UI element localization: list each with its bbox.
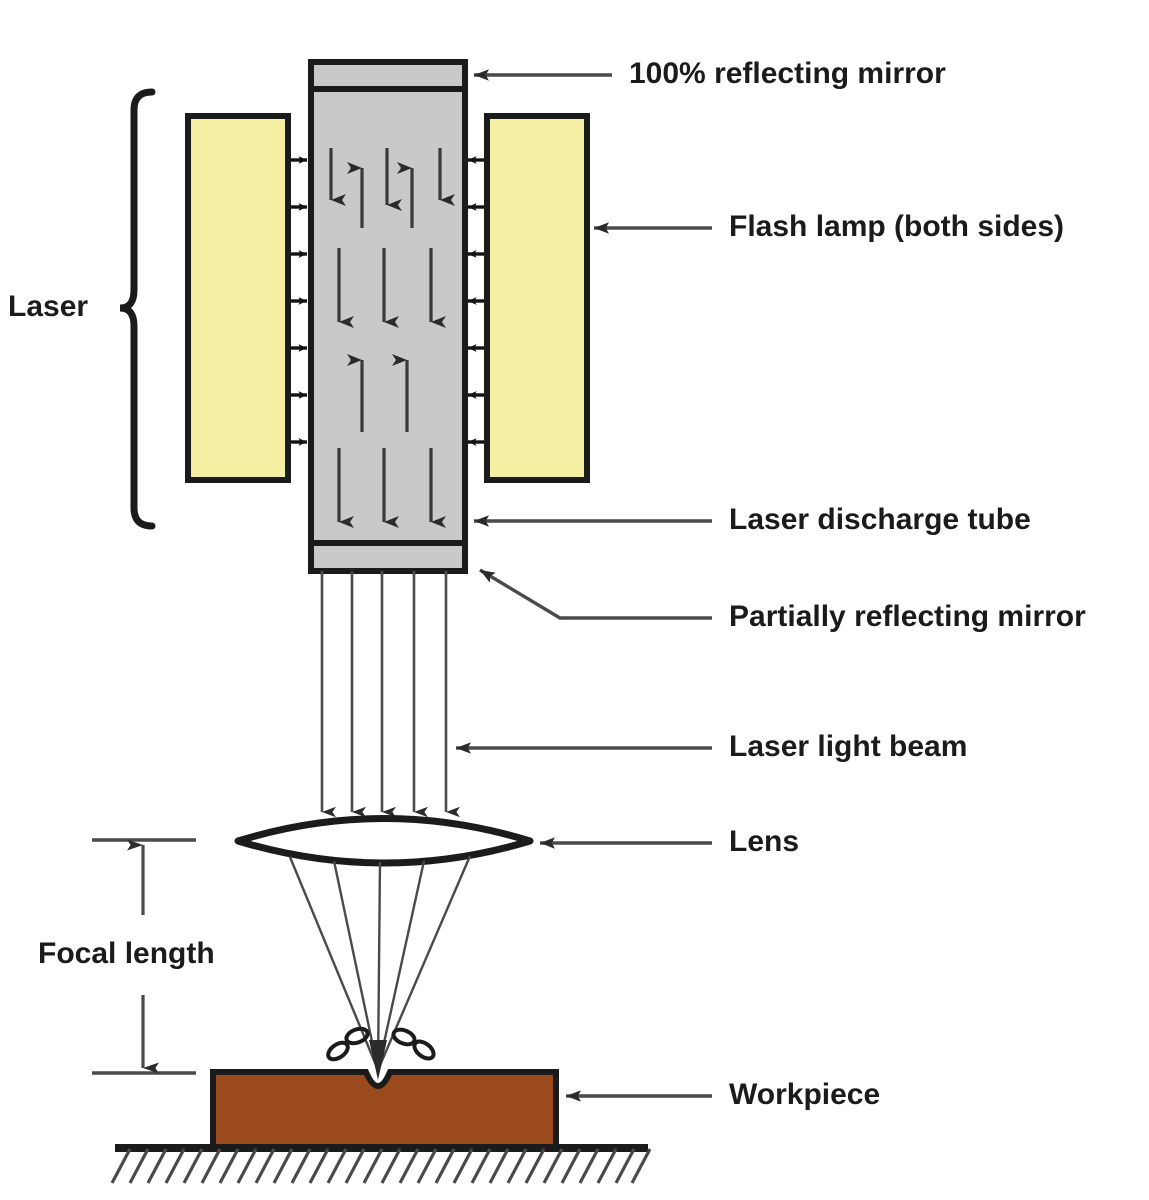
spatter-droplets — [326, 1026, 436, 1062]
leader-lines — [456, 69, 712, 1102]
flash-lamp-right — [484, 113, 590, 483]
laser-label: Laser — [8, 290, 88, 323]
converging-rays — [288, 855, 472, 1071]
callout-labels: 100% reflecting mirror Flash lamp (both … — [629, 57, 1086, 1111]
workpiece — [210, 1069, 559, 1151]
ground-hatching — [110, 1148, 652, 1184]
label-lens: Lens — [729, 825, 799, 858]
laser-head-group — [185, 59, 590, 574]
label-discharge-tube: Laser discharge tube — [729, 503, 1031, 536]
label-partial-mirror: Partially reflecting mirror — [729, 600, 1086, 633]
focal-point-spike — [369, 1040, 387, 1080]
partially-reflecting-mirror — [308, 540, 468, 574]
top-reflecting-mirror — [308, 59, 468, 92]
label-top-mirror: 100% reflecting mirror — [629, 57, 946, 90]
leader-partial-mirror — [479, 568, 712, 620]
focal-length-label: Focal length — [38, 937, 215, 970]
laser-brace — [119, 88, 156, 530]
flash-lamp-left — [185, 113, 291, 483]
label-workpiece: Workpiece — [729, 1078, 880, 1111]
label-flash-lamp: Flash lamp (both sides) — [729, 210, 1064, 243]
pump-arrows-right — [468, 156, 484, 446]
pump-arrows-left — [291, 156, 307, 446]
label-light-beam: Laser light beam — [729, 730, 967, 763]
internal-photon-arrows — [329, 148, 455, 528]
focal-length-dimension: Focal length — [38, 838, 215, 1075]
lens — [234, 815, 534, 867]
laser-beam-rays — [320, 571, 460, 818]
